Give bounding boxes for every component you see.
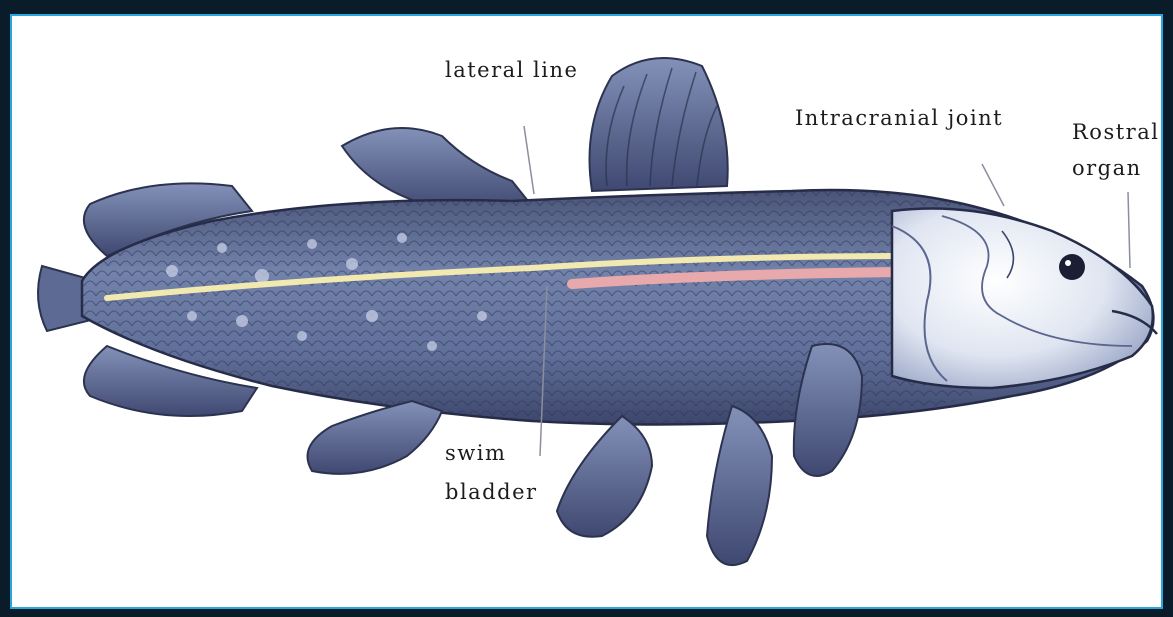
dorsal-fin-rayed — [590, 58, 728, 191]
anal-fin — [308, 401, 443, 474]
pelvic-fin-front — [707, 406, 772, 565]
dorsal-fin-lobed — [342, 128, 532, 211]
pointer-intracranial — [982, 164, 1004, 206]
diagram-panel: lateral line Intracranial joint Rostral … — [10, 14, 1163, 609]
label-rostral-organ-line2: organ — [1072, 154, 1142, 183]
pointer-lateral-line — [524, 126, 534, 194]
label-rostral-organ-line1: Rostral — [1072, 118, 1159, 147]
label-swim-bladder-line1: swim — [445, 439, 506, 468]
eye — [1059, 254, 1085, 280]
label-swim-bladder-line2: bladder — [445, 478, 538, 507]
pelvic-fin-rear — [557, 416, 652, 537]
label-intracranial-joint: Intracranial joint — [795, 104, 1003, 133]
pointer-rostral — [1128, 192, 1130, 268]
label-lateral-line: lateral line — [445, 56, 578, 85]
